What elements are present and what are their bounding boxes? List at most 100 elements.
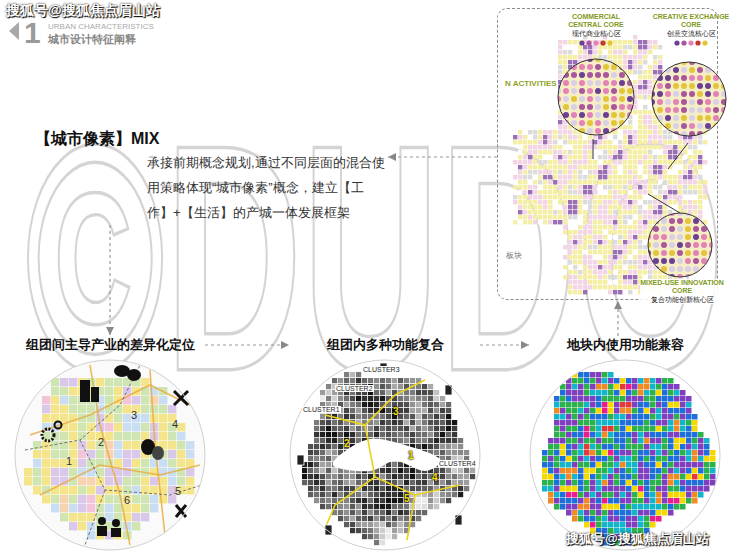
map-cell xyxy=(578,145,582,149)
map-cell xyxy=(578,230,582,234)
map-cell xyxy=(573,135,577,139)
use-cell xyxy=(608,462,614,468)
map-cell xyxy=(553,200,557,204)
land-parcel xyxy=(69,522,77,530)
use-cell xyxy=(554,432,560,438)
map-cell xyxy=(533,170,537,174)
use-cell xyxy=(644,474,650,480)
use-cell xyxy=(650,384,656,390)
map-cell xyxy=(568,180,572,184)
person-icon xyxy=(112,519,120,527)
land-parcel xyxy=(141,477,149,485)
map-cell xyxy=(548,185,552,189)
map-cell xyxy=(533,140,537,144)
map-cell xyxy=(543,165,547,169)
land-parcel xyxy=(78,432,86,440)
use-cell xyxy=(590,492,596,498)
gray-cell xyxy=(344,402,349,407)
use-cell xyxy=(662,438,668,444)
map-cell xyxy=(563,125,567,129)
node-illustration xyxy=(530,336,720,552)
zoom-circle: 地块内使用功能兼容 xyxy=(530,336,720,552)
use-cell xyxy=(584,396,590,402)
use-cell xyxy=(644,516,650,522)
gray-cell xyxy=(380,510,385,515)
use-cell xyxy=(686,432,692,438)
map-cell xyxy=(538,195,542,199)
use-cell xyxy=(650,438,656,444)
use-cell xyxy=(668,468,674,474)
map-cell xyxy=(578,220,582,224)
map-cell xyxy=(583,135,587,139)
use-cell xyxy=(650,462,656,468)
map-cell xyxy=(563,255,567,259)
use-cell xyxy=(626,396,632,402)
use-cell xyxy=(566,384,572,390)
map-cell xyxy=(543,155,547,159)
use-cell xyxy=(626,438,632,444)
gray-cell xyxy=(326,474,331,479)
gray-cell xyxy=(362,528,367,533)
gray-cell xyxy=(380,420,385,425)
land-parcel xyxy=(132,450,140,458)
gray-cell xyxy=(326,390,331,395)
gray-cell xyxy=(320,432,325,437)
map-cell xyxy=(583,240,587,244)
gray-cell xyxy=(440,396,445,401)
use-cell xyxy=(632,474,638,480)
map-cell xyxy=(583,205,587,209)
map-cell xyxy=(568,210,572,214)
mask-icon xyxy=(152,446,164,460)
use-cell xyxy=(674,450,680,456)
map-cell xyxy=(548,190,552,194)
map-cell xyxy=(573,150,577,154)
map-cell xyxy=(563,245,567,249)
map-cell xyxy=(578,170,582,174)
gray-cell xyxy=(326,468,331,473)
map-cell xyxy=(583,245,587,249)
use-cell xyxy=(620,444,626,450)
gray-cell xyxy=(422,426,427,431)
gray-cell xyxy=(350,504,355,509)
gray-cell xyxy=(374,420,379,425)
map-cell xyxy=(563,165,567,169)
use-cell xyxy=(560,390,566,396)
land-parcel xyxy=(51,468,59,476)
use-cell xyxy=(596,444,602,450)
map-cell xyxy=(518,160,522,164)
use-cell xyxy=(578,372,584,378)
gray-cell xyxy=(338,486,343,491)
use-cell xyxy=(566,438,572,444)
map-cell xyxy=(568,255,572,259)
map-cell xyxy=(543,220,547,224)
use-cell xyxy=(650,480,656,486)
gray-cell xyxy=(392,498,397,503)
map-cell xyxy=(538,175,542,179)
gray-cell xyxy=(398,480,403,485)
land-parcel xyxy=(33,450,41,458)
gray-cell xyxy=(386,522,391,527)
use-cell xyxy=(680,474,686,480)
gray-cell xyxy=(380,498,385,503)
node-heading: 【城市像素】MIX xyxy=(35,128,387,150)
gray-cell xyxy=(422,402,427,407)
use-cell xyxy=(602,414,608,420)
gray-cell xyxy=(356,516,361,521)
gray-cell xyxy=(398,396,403,401)
map-cell xyxy=(558,55,562,59)
use-cell xyxy=(656,414,662,420)
land-parcel xyxy=(78,504,86,512)
use-cell xyxy=(704,486,710,492)
use-cell xyxy=(656,426,662,432)
use-cell xyxy=(626,468,632,474)
use-cell xyxy=(662,420,668,426)
map-cell xyxy=(558,135,562,139)
gray-cell xyxy=(338,504,343,509)
gray-cell xyxy=(434,390,439,395)
land-parcel xyxy=(123,405,131,413)
use-cell xyxy=(668,402,674,408)
land-parcel xyxy=(78,459,86,467)
map-cell xyxy=(543,130,547,134)
use-cell xyxy=(548,456,554,462)
